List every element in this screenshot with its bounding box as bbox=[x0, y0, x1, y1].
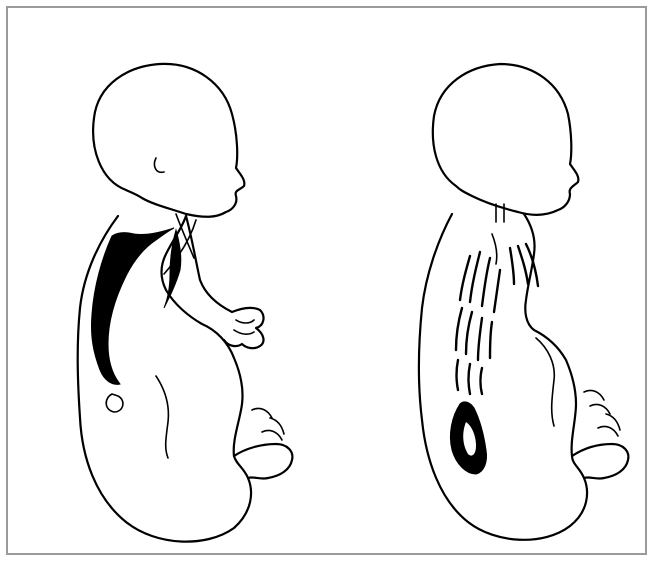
right-infant-drawing-icon bbox=[400, 8, 650, 553]
head-outline bbox=[433, 64, 579, 215]
left-infant-figure bbox=[56, 8, 316, 553]
back-shading bbox=[91, 228, 174, 384]
arm-outline bbox=[186, 216, 263, 348]
illustration-frame bbox=[6, 6, 647, 555]
right-infant-figure bbox=[400, 8, 650, 553]
left-infant-drawing-icon bbox=[56, 8, 316, 553]
body-outline bbox=[419, 214, 587, 540]
head-outline bbox=[93, 64, 244, 217]
